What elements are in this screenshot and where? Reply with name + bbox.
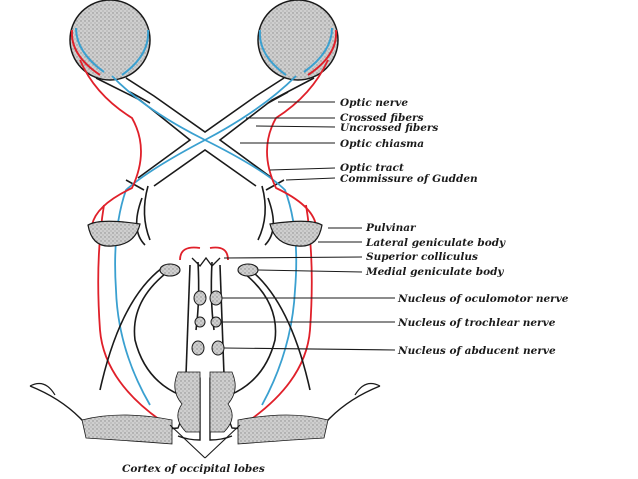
tract-lines bbox=[99, 185, 311, 396]
label-optic-nerve: Optic nerve bbox=[340, 97, 408, 109]
caption-cortex-of-occipital-lobes: Cortex of occipital lobes bbox=[122, 463, 265, 475]
caption-leader-lines bbox=[169, 424, 241, 459]
right-pulvinar bbox=[269, 220, 323, 247]
label-medial-geniculate-body: Medial geniculate body bbox=[365, 266, 504, 278]
label-superior-colliculus: Superior colliculus bbox=[366, 251, 478, 263]
label-uncrossed-fibers: Uncrossed fibers bbox=[340, 122, 438, 134]
superior-colliculus bbox=[191, 256, 221, 267]
label-leader-lines bbox=[221, 101, 396, 351]
label-pulvinar: Pulvinar bbox=[365, 222, 417, 234]
label-lateral-geniculate-body: Lateral geniculate body bbox=[365, 237, 506, 249]
label-nucleus-oculomotor: Nucleus of oculomotor nerve bbox=[397, 293, 569, 305]
occipital-cortex bbox=[29, 371, 381, 445]
right-medial-geniculate-body bbox=[237, 263, 259, 277]
label-nucleus-abducent: Nucleus of abducent nerve bbox=[397, 345, 556, 357]
right-eyeball bbox=[257, 0, 339, 81]
label-nucleus-trochlear: Nucleus of trochlear nerve bbox=[397, 317, 556, 329]
nucleus-trochlear-pair bbox=[194, 316, 222, 328]
label-commissure-of-gudden: Commissure of Gudden bbox=[340, 173, 478, 185]
left-pulvinar bbox=[87, 220, 141, 247]
left-eyeball bbox=[69, 0, 151, 81]
left-medial-geniculate-body bbox=[159, 263, 181, 277]
nucleus-oculomotor-pair bbox=[193, 290, 223, 306]
nucleus-abducent-pair bbox=[191, 340, 225, 356]
label-crossed-fibers: Crossed fibers bbox=[340, 112, 424, 124]
label-optic-tract: Optic tract bbox=[340, 162, 404, 174]
label-optic-chiasma: Optic chiasma bbox=[340, 138, 424, 150]
optic-chiasma-outline bbox=[95, 77, 315, 191]
